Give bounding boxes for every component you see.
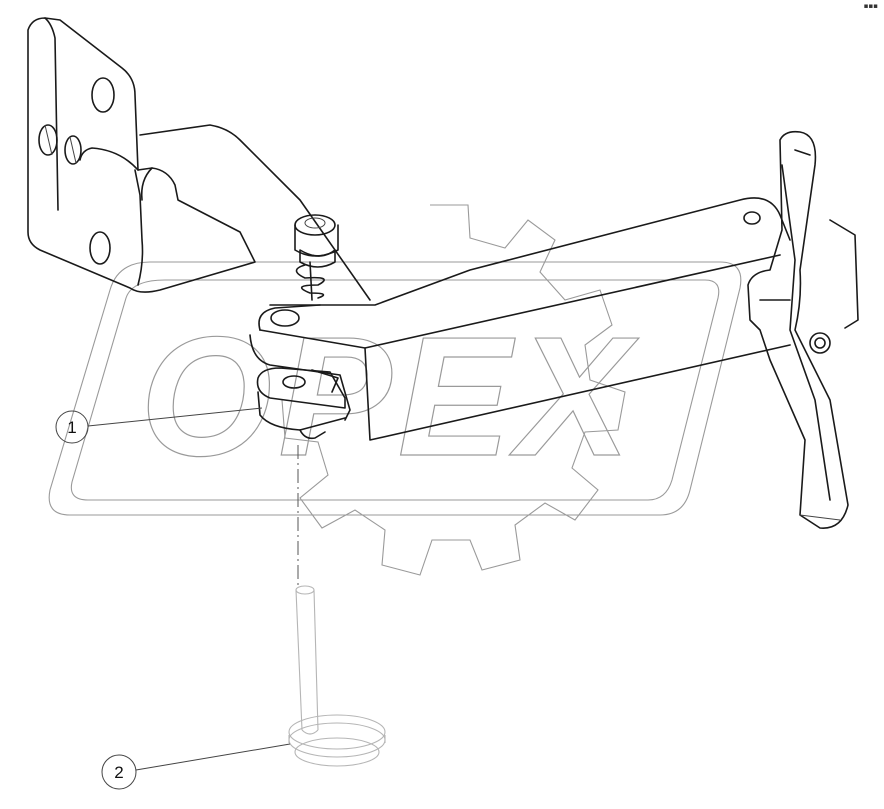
watermark-frame	[48, 261, 742, 516]
arm-body	[249, 197, 859, 441]
bolt-and-spring	[294, 214, 339, 301]
watermark-gear	[281, 204, 626, 576]
pin-with-ring	[288, 585, 386, 767]
callout-2-number: 2	[114, 763, 123, 782]
mounting-bracket	[27, 17, 371, 301]
callout-2: 2	[101, 743, 291, 790]
corner-mark: ▪▪▪	[863, 2, 878, 10]
callout-1-number: 1	[67, 418, 76, 437]
watermark-text: OPEX	[140, 302, 639, 492]
callout-1: 1	[55, 407, 263, 444]
opex-watermark: OPEX	[48, 204, 742, 576]
clevis-fork	[256, 367, 346, 440]
t-handle	[747, 130, 849, 529]
